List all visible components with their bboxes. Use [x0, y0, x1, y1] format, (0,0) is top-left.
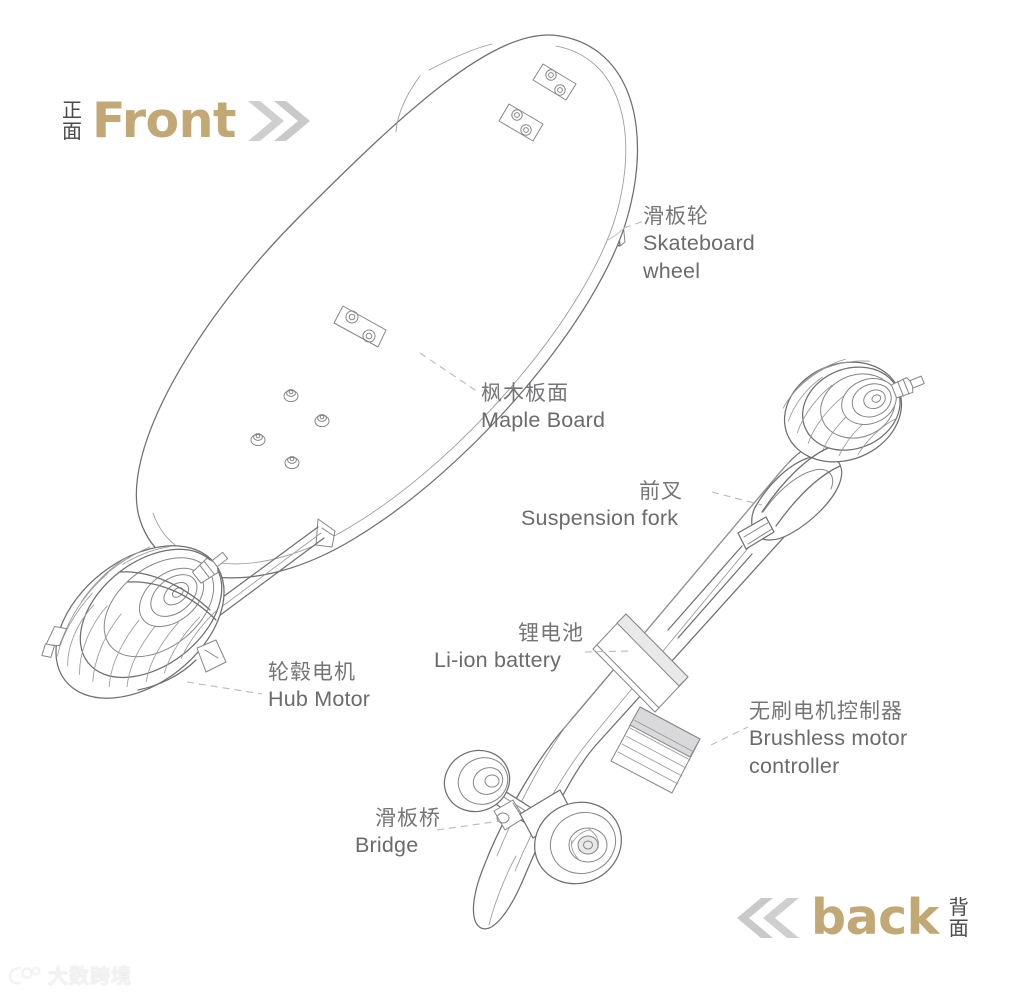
back-cn-char-1: 背: [948, 894, 969, 919]
front-cn-char-2: 面: [62, 118, 82, 143]
deck-mount-plate-mid: [333, 305, 387, 348]
hub-motor-axle-left: [41, 625, 68, 658]
watermark-text: 大数跨境: [48, 964, 132, 988]
callout-hub-motor: 轮毂电机 Hub Motor: [268, 659, 370, 714]
callout-li-ion-battery: 锂电池 Li-ion battery: [434, 620, 584, 675]
callout-li-ion-battery-en: Li-ion battery: [434, 647, 562, 672]
leader-lines: [186, 220, 763, 831]
callout-suspension-fork-cn: 前叉: [639, 479, 683, 503]
back-li-ion-battery: [592, 613, 689, 713]
back-cn-stack: 背 面: [948, 894, 969, 940]
callout-hub-motor-cn: 轮毂电机: [268, 660, 356, 684]
callout-bridge-en: Bridge: [355, 832, 419, 857]
callout-maple-board-en: Maple Board: [481, 407, 606, 432]
leader-bridge: [436, 820, 501, 831]
front-direction-badge: 正 面 Front: [62, 96, 312, 145]
callout-suspension-fork: 前叉 Suspension fork: [521, 478, 683, 533]
callout-brushless-controller-cn: 无刷电机控制器: [749, 699, 903, 723]
back-direction-badge: back 背 面: [735, 893, 969, 942]
watermark: 大数跨境: [8, 960, 132, 989]
leader-hub-motor: [186, 681, 263, 695]
callout-suspension-fork-en: Suspension fork: [521, 505, 679, 530]
callout-bridge-cn: 滑板桥: [375, 806, 441, 830]
leader-brushless-controller: [710, 726, 749, 746]
front-axle-rod: [211, 518, 336, 617]
back-hub-motor-wheel: [761, 358, 925, 527]
back-assembly-group: [443, 358, 925, 930]
double-chevron-left-icon: [737, 897, 799, 938]
back-suspension-fork: [667, 454, 843, 639]
callout-skateboard-wheel-cn: 滑板轮: [643, 204, 709, 228]
double-chevron-right-icon: [247, 100, 310, 141]
deck-bolt-cluster: [250, 389, 330, 470]
bridge-wheel-left: [443, 749, 511, 813]
wheel-bearing-detail: [568, 827, 608, 863]
leader-li-ion-battery: [584, 650, 633, 653]
front-cn-char-1: 正: [62, 97, 82, 122]
back-hub-core: [841, 378, 897, 425]
callout-brushless-controller-en-1: Brushless motor: [749, 725, 908, 750]
leader-suspension-fork: [711, 491, 763, 506]
back-brushless-controller: [610, 706, 701, 794]
front-hub-motor-wheel: [41, 545, 229, 699]
front-label: Front: [92, 92, 236, 149]
callout-skateboard-wheel-en-1: Skateboard: [643, 230, 755, 255]
front-cn-stack: 正 面: [62, 97, 82, 143]
fork-collar: [737, 516, 775, 550]
callout-hub-motor-en: Hub Motor: [268, 686, 371, 711]
callout-bridge: 滑板桥 Bridge: [355, 805, 441, 860]
deck-mount-plate-upper: [532, 63, 577, 101]
callout-maple-board: 枫木板面 Maple Board: [481, 380, 605, 435]
callout-brushless-controller: 无刷电机控制器 Brushless motor controller: [749, 698, 907, 781]
back-cn-char-2: 面: [948, 915, 969, 940]
callout-skateboard-wheel-en-2: wheel: [643, 258, 701, 283]
back-label: back: [811, 889, 939, 946]
back-hub-axle: [890, 375, 925, 399]
callout-skateboard-wheel: 滑板轮 Skateboard wheel: [643, 203, 755, 286]
callout-li-ion-battery-cn: 锂电池: [518, 621, 584, 645]
callout-brushless-controller-en-2: controller: [749, 753, 840, 778]
rounded-brand-mark-icon: [8, 965, 41, 984]
leader-skateboard-wheel: [623, 220, 645, 229]
deck-mount-plate-upper-2: [498, 103, 544, 142]
back-bridge-truck: [443, 749, 622, 885]
bridge-wheel-right: [534, 801, 622, 885]
hub-motor-axle-right: [191, 551, 229, 584]
callout-maple-board-cn: 枫木板面: [481, 381, 569, 405]
